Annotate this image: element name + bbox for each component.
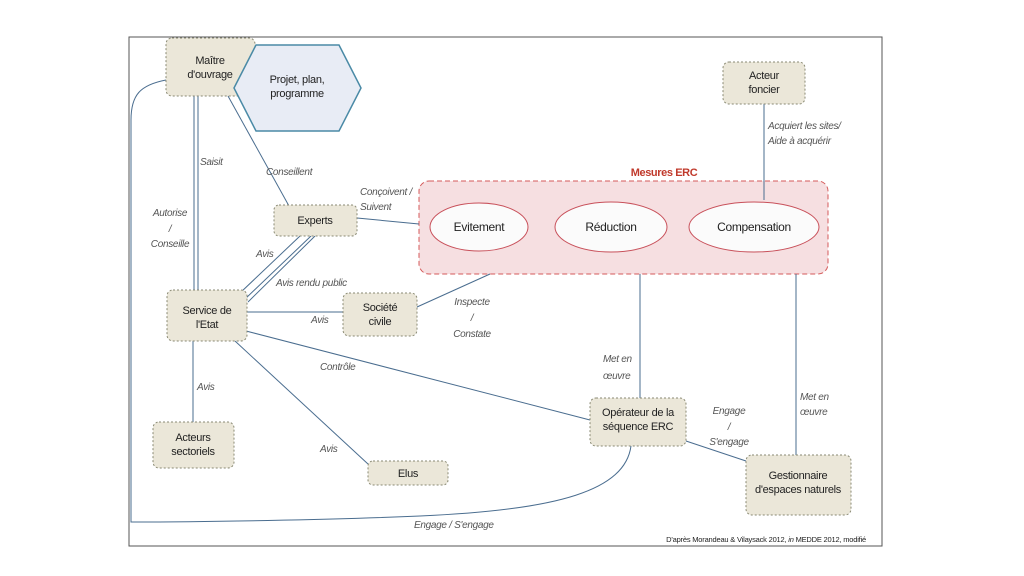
node-label: Acteurs	[175, 432, 211, 444]
ellipse-shape	[688, 201, 820, 253]
label-met-en-oeuvre-2a: Met en	[800, 392, 830, 403]
edge-avis-elus	[234, 340, 369, 465]
label-engage-bottom: Engage / S'engage	[414, 520, 494, 531]
edge-inspecte	[416, 273, 491, 308]
label-engage-2: /	[727, 422, 732, 433]
erc-compensation: Compensation	[688, 201, 820, 253]
label-acquiert-1: Acquiert les sites/	[767, 121, 842, 132]
label-autorise-1: Autorise	[152, 208, 188, 219]
node-maitre-douvrage: Maître d'ouvrage	[165, 37, 256, 97]
label-avis-societe: Avis	[310, 315, 329, 326]
label-inspecte-3: Constate	[453, 329, 491, 340]
edge-engage-loop	[130, 79, 632, 523]
node-label: Elus	[398, 468, 419, 480]
edge-controle	[245, 330, 591, 421]
node-elus: Elus	[367, 460, 449, 486]
node-label: d'ouvrage	[187, 69, 232, 81]
label-avis-experts: Avis	[255, 249, 274, 260]
erc-title: Mesures ERC	[631, 167, 698, 179]
edge-concoivent	[356, 217, 420, 225]
label-avis-elus: Avis	[319, 444, 338, 455]
edge-avis-public-1	[243, 235, 312, 301]
node-projet: Projet, plan, programme	[233, 44, 362, 132]
ellipse-shape	[429, 202, 529, 252]
label-saisit: Saisit	[200, 157, 224, 168]
label-conseillent: Conseillent	[266, 167, 314, 178]
edge-avis-public-2	[247, 235, 316, 303]
node-service-etat: Service de l'Etat	[166, 289, 248, 342]
label-autorise-3: Conseille	[151, 239, 190, 250]
label-concoivent-1: Conçoivent /	[360, 187, 414, 198]
label-inspecte-1: Inspecte	[454, 297, 490, 308]
node-label: foncier	[749, 84, 781, 96]
label-met-en-oeuvre-1b: œuvre	[603, 371, 631, 382]
node-label: Gestionnaire	[769, 470, 828, 482]
credit-before: D'après Morandeau & Vilaysack 2012,	[666, 535, 788, 544]
label-acquiert-2: Aide à acquérir	[767, 136, 832, 147]
ellipse-label: Compensation	[717, 220, 791, 234]
erc-reduction: Réduction	[554, 201, 668, 253]
label-met-en-oeuvre-2b: œuvre	[800, 407, 828, 418]
label-engage-1: Engage	[713, 406, 746, 417]
node-box	[152, 421, 235, 469]
node-box	[273, 204, 358, 237]
node-box	[367, 460, 449, 486]
credit-after: MEDDE 2012, modifié	[794, 535, 866, 544]
node-acteurs-sectoriels: Acteurs sectoriels	[152, 421, 235, 469]
ellipse-label: Réduction	[585, 220, 636, 234]
node-label: Opérateur de la	[602, 407, 675, 419]
node-gestionnaire: Gestionnaire d'espaces naturels	[745, 454, 852, 516]
label-autorise-2: /	[168, 224, 173, 235]
node-label: Maître	[195, 55, 225, 67]
ellipse-label: Evitement	[454, 220, 506, 234]
ellipse-shape	[554, 201, 668, 253]
node-label: Experts	[297, 215, 333, 227]
label-inspecte-2: /	[470, 313, 475, 324]
node-box	[589, 397, 687, 447]
node-label: programme	[270, 88, 324, 100]
node-label: Service de	[183, 305, 232, 317]
connectors	[130, 79, 797, 523]
node-box	[166, 289, 248, 342]
label-avis-public: Avis rendu public	[275, 278, 347, 289]
label-concoivent-2: Suivent	[360, 202, 393, 213]
node-box	[745, 454, 852, 516]
label-met-en-oeuvre-1a: Met en	[603, 354, 633, 365]
node-box	[342, 292, 418, 337]
edge-avis-experts	[239, 235, 301, 294]
node-label: civile	[369, 316, 392, 328]
node-label: l'Etat	[196, 319, 219, 331]
node-label: Projet, plan,	[270, 74, 325, 86]
node-label: d'espaces naturels	[755, 484, 842, 496]
node-label: Acteur	[749, 70, 780, 82]
node-label: séquence ERC	[603, 421, 674, 433]
node-operateur: Opérateur de la séquence ERC	[589, 397, 687, 447]
node-label: Société	[363, 302, 398, 314]
label-engage-3: S'engage	[709, 437, 749, 448]
hexagon-shape	[233, 44, 362, 132]
edge-conseillent	[227, 95, 290, 207]
label-controle: Contrôle	[320, 362, 356, 373]
edge-engage	[685, 440, 747, 462]
node-acteur-foncier: Acteur foncier	[722, 61, 806, 105]
credit-in: in	[788, 535, 793, 544]
erc-evitement: Evitement	[429, 202, 529, 252]
label-avis-acteurs: Avis	[196, 382, 215, 393]
node-societe-civile: Société civile	[342, 292, 418, 337]
node-box	[722, 61, 806, 105]
node-experts: Experts	[273, 204, 358, 237]
source-credit: D'après Morandeau & Vilaysack 2012, in M…	[666, 535, 866, 544]
node-label: sectoriels	[171, 446, 215, 458]
